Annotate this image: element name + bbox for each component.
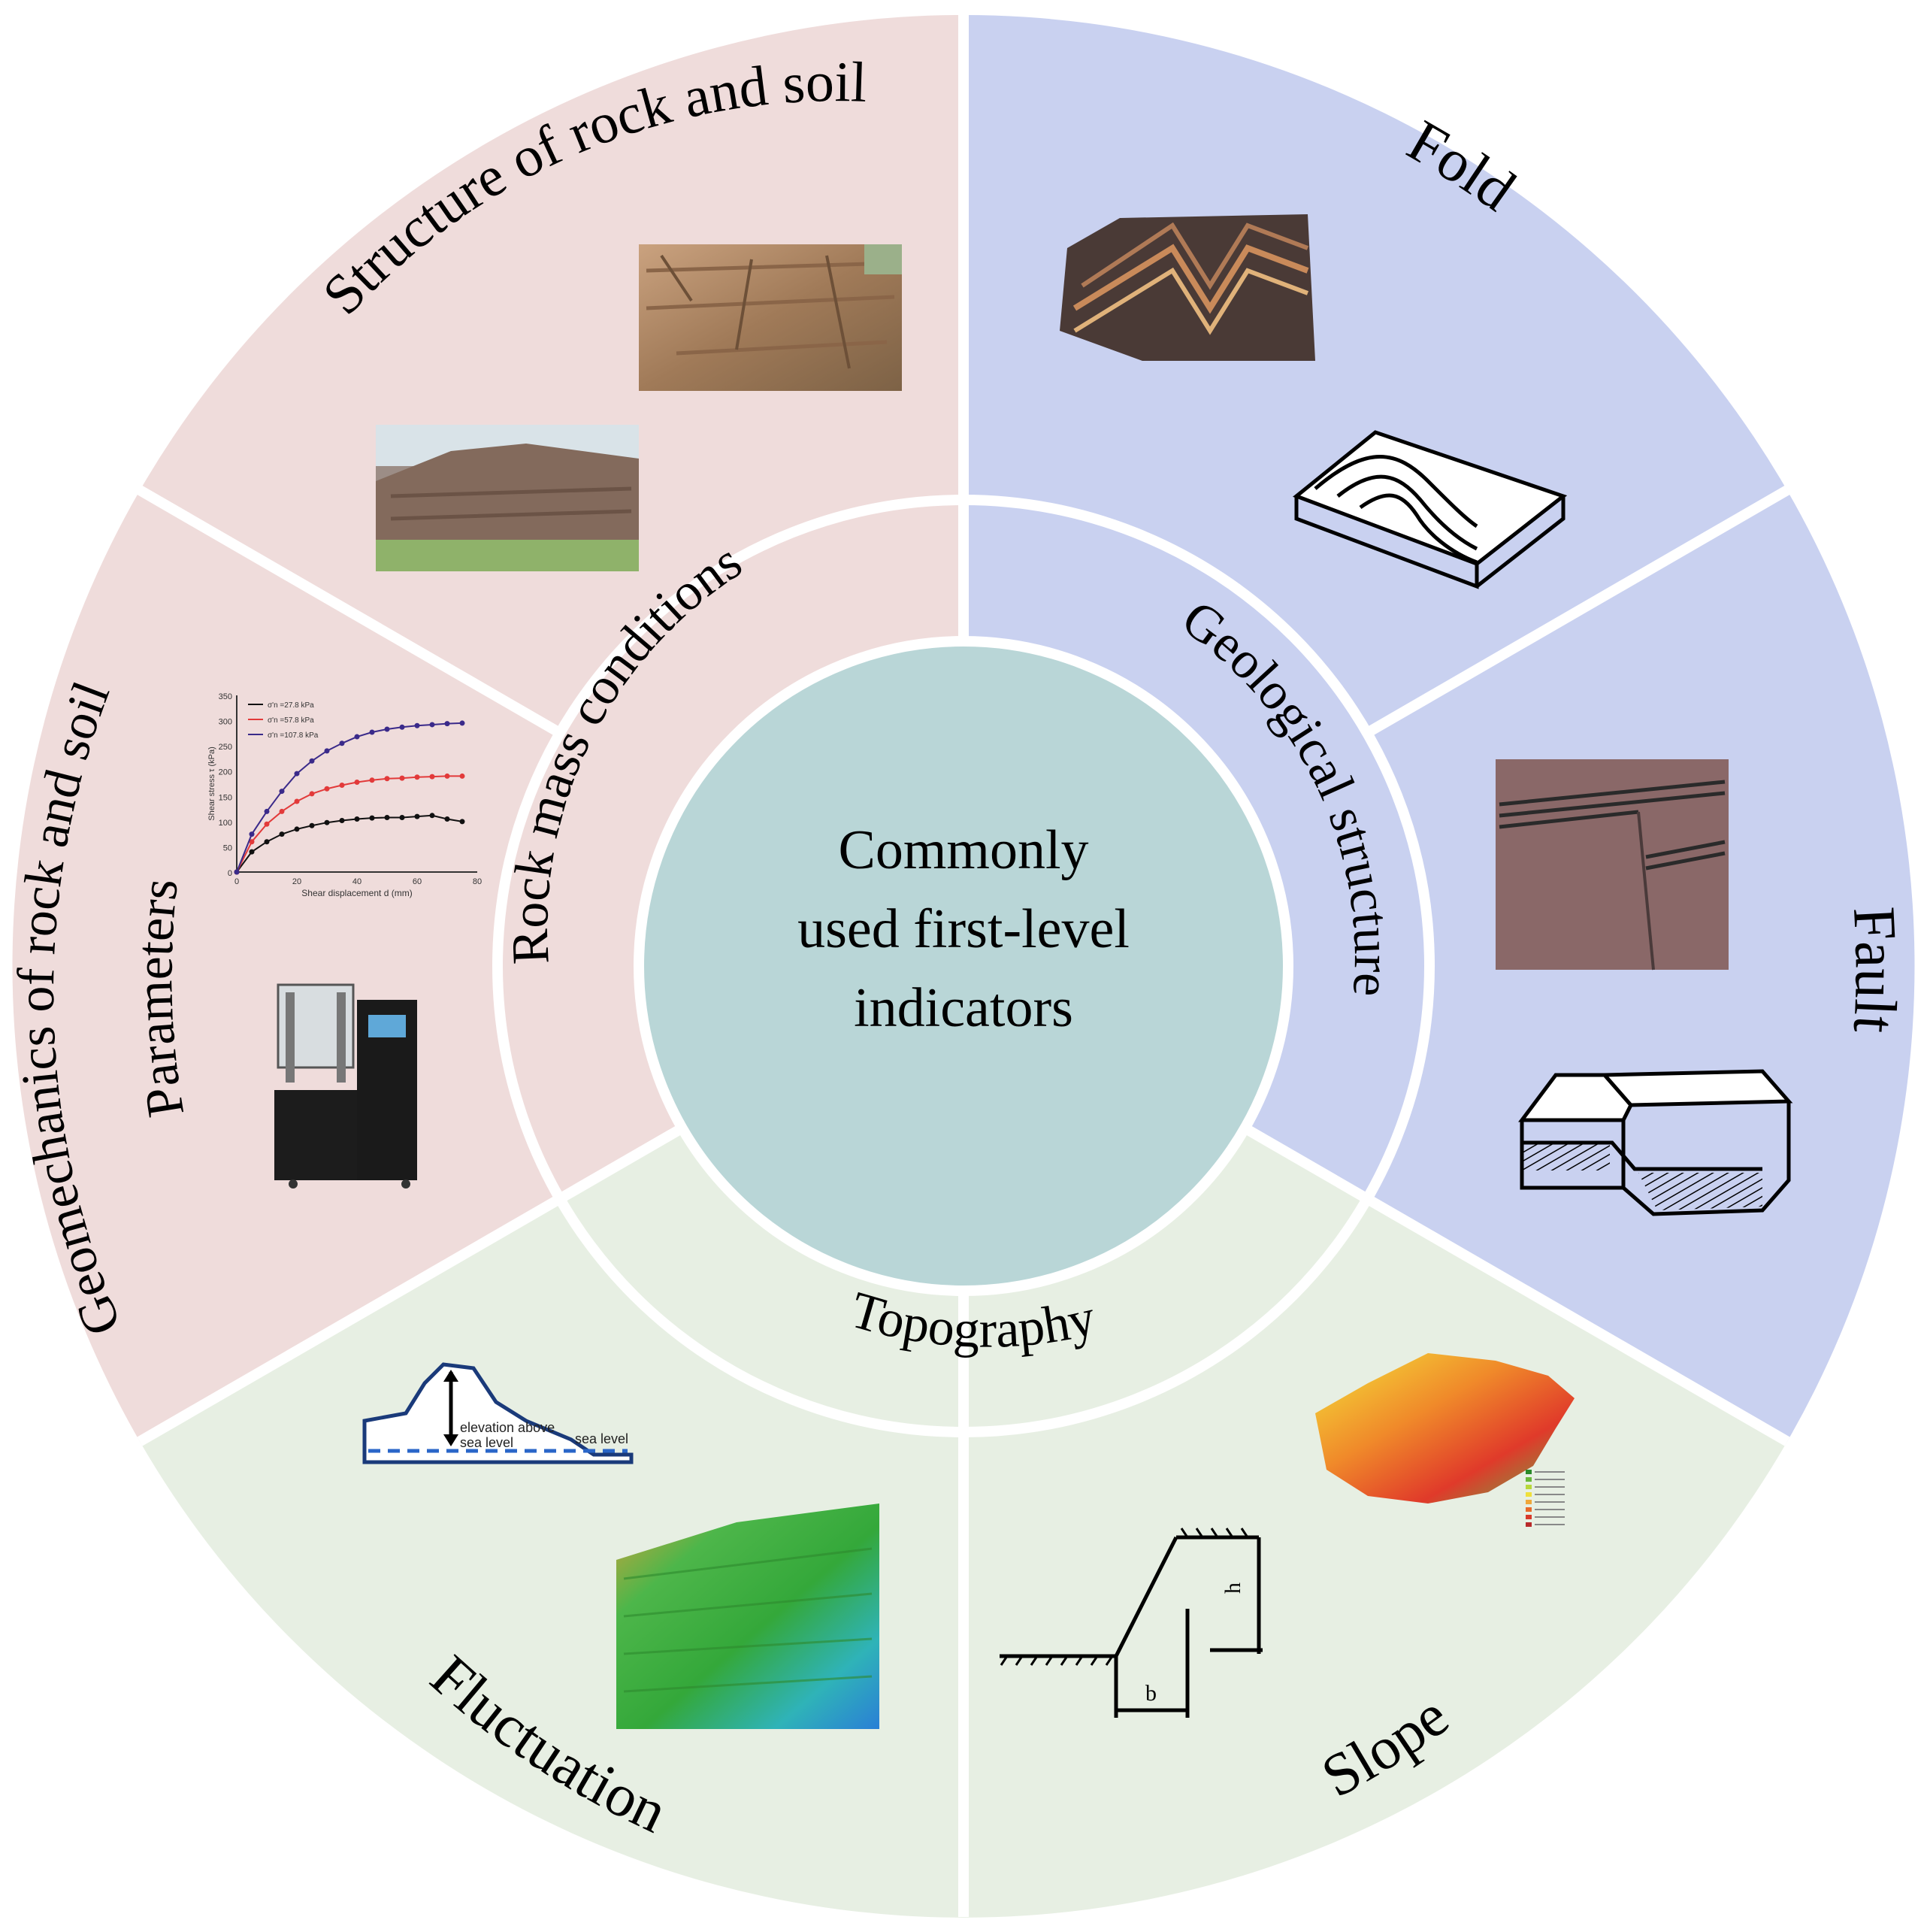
slope-sketch-icon — [1000, 1528, 1263, 1718]
elevation-label2: sea level — [460, 1435, 513, 1450]
shear-y-tick: 0 — [228, 869, 232, 878]
sea-level-label: sea level — [575, 1431, 628, 1446]
shear-x-tick: 80 — [473, 877, 482, 886]
shear-y-tick: 300 — [219, 718, 232, 727]
center-title-line3: indicators — [854, 977, 1073, 1039]
fault-photo-icon — [1496, 759, 1729, 971]
shear-x-tick: 60 — [413, 877, 422, 886]
sector-dividers — [137, 15, 1790, 1917]
shear-test-machine-icon — [274, 983, 417, 1189]
center-title-line1: Commonly — [838, 819, 1088, 881]
shear-y-tick: 250 — [219, 743, 232, 752]
shear-y-label: Shear stress τ (kPa) — [207, 746, 216, 820]
shear-legend-label: σ'n =107.8 kPa — [268, 731, 319, 740]
rock-cliff-photo-icon — [376, 425, 639, 571]
shear-x-tick: 20 — [292, 877, 301, 886]
rock-outcrop-photo-icon — [639, 244, 902, 391]
slope-map-icon — [1315, 1353, 1575, 1527]
shear-legend-label: σ'n =57.8 kPa — [268, 716, 314, 725]
shear-x-tick: 0 — [234, 877, 239, 886]
slope-b-label: b — [1145, 1681, 1157, 1706]
shear-y-tick: 200 — [219, 768, 232, 777]
label-fault: Fault — [1841, 905, 1909, 1034]
label-geomechanics-line2: Parameters — [126, 876, 195, 1121]
shear-y-tick: 100 — [219, 819, 232, 828]
fault-block-diagram-icon — [1518, 1069, 1793, 1216]
shear-series-line — [236, 722, 463, 873]
slope-legend — [1526, 1470, 1565, 1527]
shear-y-tick: 50 — [223, 843, 232, 852]
shear-series-line — [236, 775, 462, 873]
center-title-line2: used first-level — [797, 898, 1130, 960]
elevation-label1: elevation above — [460, 1420, 555, 1435]
fold-photo-icon — [1060, 214, 1315, 361]
shear-y-tick: 350 — [219, 692, 232, 701]
shear-series-line — [236, 814, 463, 873]
shear-x-tick: 40 — [352, 877, 362, 886]
shear-y-tick: 150 — [219, 793, 232, 802]
shear-x-label: Shear displacement d (mm) — [301, 888, 412, 898]
slope-h-label: h — [1221, 1582, 1245, 1594]
fold-block-diagram-icon — [1293, 430, 1568, 589]
shear-legend-label: σ'n =27.8 kPa — [268, 701, 314, 710]
dem-terrain-map-icon — [616, 1504, 879, 1729]
center-circle — [634, 636, 1293, 1296]
elevation-sketch-icon: elevation above sea level sea level — [362, 1362, 634, 1464]
